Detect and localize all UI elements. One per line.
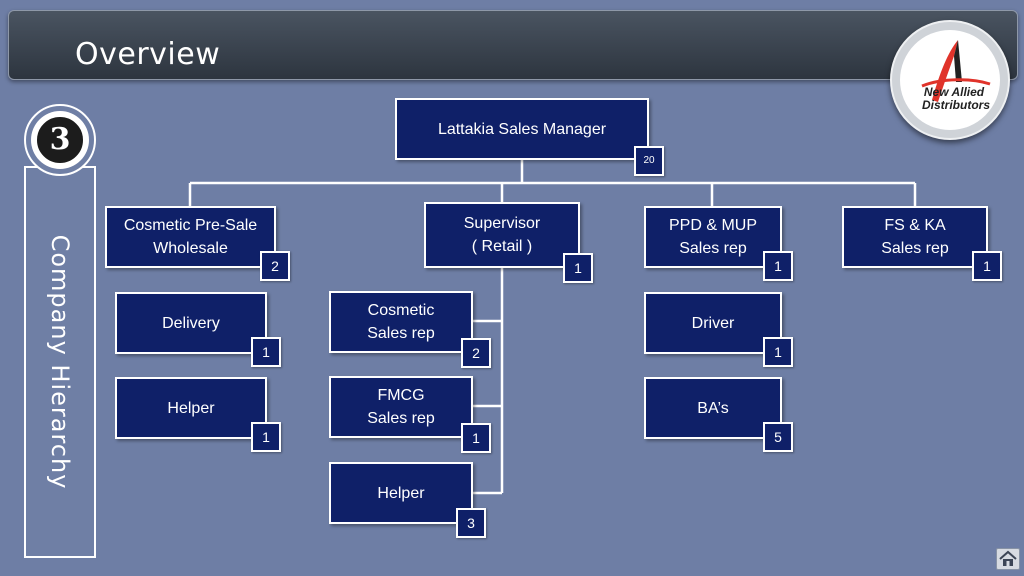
fs-ka-box: FS & KA Sales rep — [842, 206, 988, 268]
manager-label: Lattakia Sales Manager — [437, 120, 607, 138]
bas-count: 5 — [763, 422, 793, 452]
bas-label: BA’s — [697, 399, 729, 417]
cosmetic-presale-count: 2 — [260, 251, 290, 281]
cosmetic-sales-box: Cosmetic Sales rep — [329, 291, 473, 353]
fs-ka-line1: FS & KA — [884, 217, 946, 234]
ppd-mup-line2: Sales rep — [679, 240, 747, 257]
helper-left-count: 1 — [251, 422, 281, 452]
home-icon — [999, 550, 1017, 566]
manager-box: Lattakia Sales Manager — [395, 98, 649, 160]
fmcg-sales-line2: Sales rep — [367, 410, 435, 427]
supervisor-line1: Supervisor — [463, 215, 541, 232]
delivery-label: Delivery — [162, 314, 220, 332]
fs-ka-count: 1 — [972, 251, 1002, 281]
delivery-box: Delivery — [115, 292, 267, 354]
helper-mid-box: Helper — [329, 462, 473, 524]
cosmetic-presale-line2: Wholesale — [153, 240, 228, 257]
fmcg-sales-box: FMCG Sales rep — [329, 376, 473, 438]
cosmetic-sales-line2: Sales rep — [367, 325, 435, 342]
cosmetic-sales-count: 2 — [461, 338, 491, 368]
ppd-mup-count: 1 — [763, 251, 793, 281]
supervisor-box: Supervisor ( Retail ) — [424, 202, 580, 268]
logo-line2: Distributors — [922, 98, 990, 112]
driver-label: Driver — [691, 314, 735, 332]
home-button[interactable] — [996, 548, 1020, 570]
supervisor-line2: ( Retail ) — [471, 238, 533, 255]
fs-ka-line2: Sales rep — [881, 240, 949, 257]
ppd-mup-line1: PPD & MUP — [668, 217, 757, 234]
helper-mid-count: 3 — [456, 508, 486, 538]
bas-box: BA’s — [644, 377, 782, 439]
company-logo: New Allied Distributors — [890, 20, 1010, 140]
fmcg-sales-count: 1 — [461, 423, 491, 453]
helper-left-box: Helper — [115, 377, 267, 439]
manager-count: 20 — [634, 146, 664, 176]
logo-line1: New Allied — [924, 85, 985, 99]
delivery-count: 1 — [251, 337, 281, 367]
fmcg-sales-line1: FMCG — [377, 387, 425, 404]
supervisor-count: 1 — [563, 253, 593, 283]
cosmetic-presale-line1: Cosmetic Pre-Sale — [123, 217, 258, 234]
helper-left-label: Helper — [167, 399, 215, 417]
driver-box: Driver — [644, 292, 782, 354]
cosmetic-presale-box: Cosmetic Pre-Sale Wholesale — [105, 206, 276, 268]
cosmetic-sales-line1: Cosmetic — [367, 302, 435, 319]
ppd-mup-box: PPD & MUP Sales rep — [644, 206, 782, 268]
title-bar: Overview — [8, 10, 1018, 80]
helper-mid-label: Helper — [377, 484, 425, 502]
section-number-badge: 3 — [35, 115, 85, 165]
page-title: Overview — [75, 37, 221, 72]
driver-count: 1 — [763, 337, 793, 367]
